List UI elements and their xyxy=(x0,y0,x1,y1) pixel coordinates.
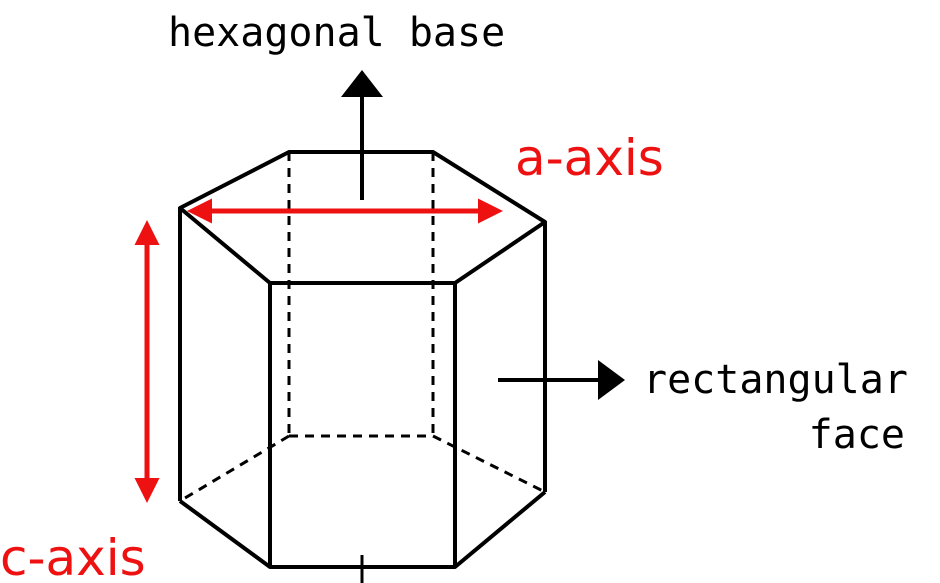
a-axis-label: a-axis xyxy=(515,129,664,187)
hexagonal-base-arrow xyxy=(341,70,383,200)
prism-outline xyxy=(178,150,547,569)
hidden-edges xyxy=(179,152,546,503)
hidden-edge-bottom-back-left xyxy=(179,434,290,503)
c-axis-label: c-axis xyxy=(0,529,146,583)
hidden-edge-bottom-back-right xyxy=(432,434,546,494)
hexagonal-base-label: hexagonal base xyxy=(168,10,505,56)
rectangular-label: rectangular xyxy=(643,357,908,403)
face-label: face xyxy=(809,412,905,458)
rectangular-face-arrow xyxy=(498,360,625,400)
